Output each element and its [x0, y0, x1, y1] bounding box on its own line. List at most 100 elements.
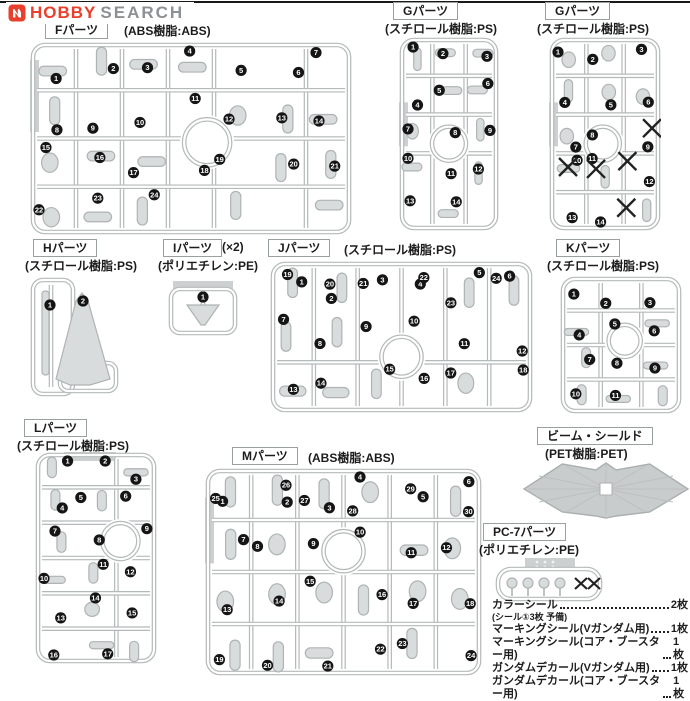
- svg-text:23: 23: [94, 194, 102, 203]
- svg-text:3: 3: [380, 275, 384, 284]
- g-parts-2-label: Gパーツ: [545, 2, 611, 20]
- svg-text:11: 11: [407, 548, 415, 557]
- svg-text:17: 17: [129, 168, 137, 177]
- svg-text:23: 23: [447, 298, 455, 307]
- svg-text:14: 14: [91, 593, 100, 602]
- svg-text:12: 12: [474, 165, 482, 174]
- k-parts-label: Kパーツ: [556, 239, 621, 257]
- svg-text:11: 11: [460, 339, 468, 348]
- svg-text:9: 9: [646, 142, 650, 151]
- svg-text:6: 6: [296, 68, 300, 77]
- svg-text:3: 3: [134, 475, 138, 484]
- svg-text:2: 2: [103, 457, 107, 466]
- h-parts-label: Hパーツ: [33, 239, 98, 257]
- svg-text:3: 3: [145, 63, 149, 72]
- svg-text:1: 1: [411, 43, 415, 52]
- j-parts-label: Jパーツ: [268, 239, 331, 257]
- f-parts-material: (ABS樹脂:ABS): [124, 24, 211, 38]
- sheet-item: ガンダムデカール(Vガンダム用)1枚: [492, 662, 688, 675]
- svg-text:7: 7: [406, 124, 410, 133]
- beam-shield-runner-diagram: [522, 458, 690, 520]
- svg-text:15: 15: [42, 143, 50, 152]
- sheet-note: (シール①3枚 予備): [492, 612, 688, 623]
- svg-text:12: 12: [442, 543, 450, 552]
- svg-text:5: 5: [477, 268, 481, 277]
- svg-text:3: 3: [648, 298, 652, 307]
- h-parts-material: (スチロール樹脂:PS): [25, 259, 137, 273]
- svg-text:1: 1: [300, 277, 304, 286]
- svg-text:9: 9: [488, 126, 492, 135]
- svg-text:11: 11: [191, 94, 199, 103]
- svg-text:11: 11: [588, 154, 596, 163]
- svg-text:14: 14: [596, 218, 605, 227]
- svg-text:18: 18: [466, 599, 474, 608]
- svg-text:13: 13: [406, 196, 414, 205]
- m-parts-label: Mパーツ: [232, 447, 298, 465]
- svg-text:4: 4: [577, 330, 582, 339]
- sheet-item-qty: 1枚: [673, 636, 685, 661]
- svg-text:11: 11: [99, 560, 107, 569]
- svg-text:6: 6: [124, 492, 128, 501]
- svg-text:1: 1: [65, 457, 69, 466]
- svg-text:1: 1: [556, 48, 560, 57]
- svg-text:7: 7: [588, 355, 592, 364]
- svg-text:2: 2: [111, 64, 115, 73]
- svg-text:12: 12: [645, 177, 653, 186]
- svg-text:4: 4: [418, 280, 423, 289]
- svg-text:8: 8: [55, 125, 59, 134]
- svg-text:7: 7: [53, 527, 57, 536]
- svg-text:17: 17: [409, 599, 417, 608]
- pc-7-parts-material: (ポリエチレン:PE): [479, 543, 579, 557]
- svg-text:9: 9: [653, 364, 657, 373]
- svg-text:13: 13: [568, 213, 576, 222]
- svg-text:19: 19: [215, 655, 223, 664]
- svg-text:2: 2: [591, 55, 595, 64]
- sheet-item-label: (シール①3枚 予備): [492, 612, 568, 622]
- logo-text-hobby: HOBBY: [30, 3, 97, 22]
- beam-shield-label: ビーム・シールド: [537, 427, 653, 445]
- i-parts-material: (ポリエチレン:PE): [158, 259, 258, 273]
- svg-text:4: 4: [563, 98, 568, 107]
- svg-text:27: 27: [300, 496, 308, 505]
- svg-text:8: 8: [97, 535, 101, 544]
- svg-text:2: 2: [329, 294, 333, 303]
- g-parts-1-label: Gパーツ: [393, 2, 459, 20]
- svg-text:7: 7: [241, 535, 245, 544]
- sheet-item-label: マーキングシール(Vガンダム用): [492, 623, 650, 635]
- svg-text:26: 26: [282, 481, 290, 490]
- svg-text:8: 8: [318, 339, 322, 348]
- svg-text:29: 29: [406, 484, 414, 493]
- svg-text:11: 11: [611, 391, 619, 400]
- svg-text:17: 17: [104, 649, 112, 658]
- svg-text:16: 16: [96, 153, 104, 162]
- i-parts-quantity-suffix: (×2): [222, 240, 244, 254]
- svg-text:14: 14: [317, 379, 326, 388]
- hobby-search-logo: HOBBY SEARCH: [6, 2, 195, 24]
- svg-text:5: 5: [239, 66, 243, 75]
- hobby-search-flame-icon: [8, 4, 26, 22]
- logo-text-search: SEARCH: [100, 3, 185, 22]
- l-parts-label: Lパーツ: [24, 419, 88, 437]
- svg-text:6: 6: [508, 272, 512, 281]
- sheet-item-label: カラーシール: [492, 599, 558, 611]
- svg-text:8: 8: [255, 542, 259, 551]
- svg-text:4: 4: [358, 473, 363, 482]
- svg-text:28: 28: [348, 506, 356, 515]
- svg-text:13: 13: [278, 113, 286, 122]
- i-parts-runner-diagram: 1: [165, 281, 241, 337]
- pc-7-parts-label: PC-7パーツ: [483, 523, 567, 541]
- sheet-item-qty: 1枚: [670, 623, 688, 635]
- svg-text:1: 1: [201, 293, 205, 302]
- svg-text:5: 5: [437, 86, 441, 95]
- svg-text:16: 16: [378, 590, 386, 599]
- dot-leader: [651, 631, 669, 633]
- svg-text:21: 21: [359, 279, 367, 288]
- dot-leader: [651, 670, 669, 672]
- svg-text:19: 19: [283, 270, 291, 279]
